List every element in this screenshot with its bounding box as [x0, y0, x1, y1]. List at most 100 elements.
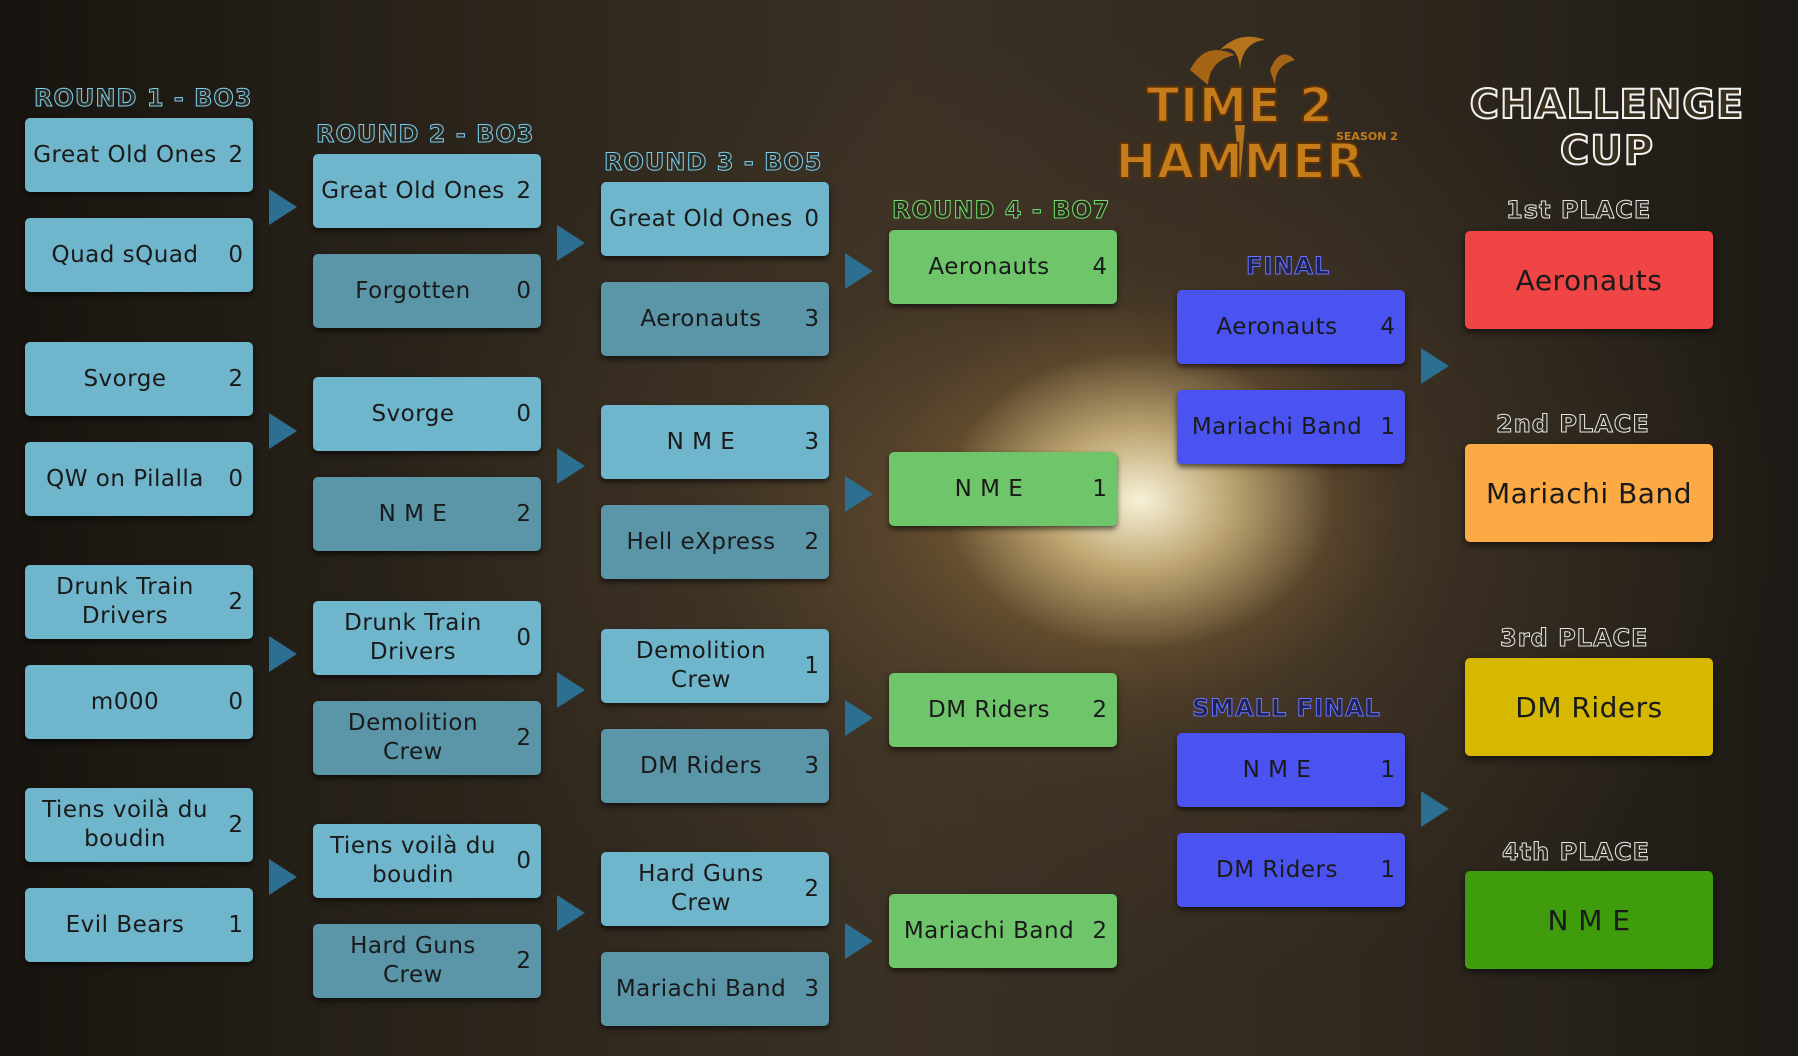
team-score: 3 — [804, 976, 820, 1002]
team-score: 2 — [516, 948, 532, 974]
team-name: Aeronauts — [928, 253, 1050, 280]
team-score: 2 — [516, 178, 532, 204]
team-name: Mariachi Band — [1191, 413, 1363, 440]
advance-arrow-icon — [269, 413, 297, 449]
first-place-heading: 1st PLACE — [1505, 196, 1652, 225]
team-score: 0 — [516, 401, 532, 427]
third-place-team: DM Riders — [1515, 690, 1663, 724]
round3-match3-team1: Demolition Crew 1 — [601, 629, 829, 703]
round2-match1-team1: Great Old Ones 2 — [313, 154, 541, 228]
round2-match1-team2: Forgotten 0 — [313, 254, 541, 328]
team-name: Great Old Ones — [33, 141, 217, 168]
final-team2: Mariachi Band 1 — [1177, 390, 1405, 464]
team-score: 2 — [804, 876, 820, 902]
final-heading: FINAL — [1245, 252, 1331, 281]
advance-arrow-icon — [845, 923, 873, 959]
second-place-heading: 2nd PLACE — [1496, 410, 1650, 439]
advance-arrow-icon — [1421, 791, 1449, 827]
round3-heading: ROUND 3 - BO5 — [604, 148, 823, 177]
small-final-heading: SMALL FINAL — [1192, 694, 1381, 723]
advance-arrow-icon — [557, 448, 585, 484]
team-name: Drunk Train Drivers — [56, 574, 194, 629]
team-name: Hard Guns Crew — [638, 861, 764, 916]
cup-title: CHALLENGE CUP — [1469, 81, 1745, 175]
round1-match3-team2: m000 0 — [25, 665, 253, 739]
advance-arrow-icon — [557, 895, 585, 931]
round1-match2-team2: QW on Pilalla 0 — [25, 442, 253, 516]
team-name: Svorge — [371, 400, 455, 427]
round3-match2-team2: Hell eXpress 2 — [601, 505, 829, 579]
final-team1: Aeronauts 4 — [1177, 290, 1405, 364]
team-name: DM Riders — [640, 752, 762, 779]
round1-match4-team1: Tiens voilà du boudin 2 — [25, 788, 253, 862]
fourth-place-heading: 4th PLACE — [1501, 838, 1651, 867]
team-score: 3 — [804, 429, 820, 455]
advance-arrow-icon — [269, 636, 297, 672]
team-score: 0 — [228, 242, 244, 268]
advance-arrow-icon — [557, 672, 585, 708]
team-name: Demolition Crew — [635, 638, 767, 693]
team-score: 2 — [804, 529, 820, 555]
advance-arrow-icon — [269, 859, 297, 895]
team-score: 1 — [1092, 476, 1108, 502]
round4-team2: N M E 1 — [889, 452, 1117, 526]
team-name: Hell eXpress — [626, 528, 776, 555]
round1-match4-team2: Evil Bears 1 — [25, 888, 253, 962]
team-name: Great Old Ones — [321, 177, 505, 204]
round2-match3-team2: Demolition Crew 2 — [313, 701, 541, 775]
second-place-box: Mariachi Band — [1465, 444, 1713, 542]
team-name: Demolition Crew — [347, 710, 479, 765]
round3-match2-team1: N M E 3 — [601, 405, 829, 479]
team-score: 1 — [1380, 757, 1396, 783]
round3-match1-team1: Great Old Ones 0 — [601, 182, 829, 256]
round1-match1-team2: Quad sQuad 0 — [25, 218, 253, 292]
team-name: DM Riders — [1216, 856, 1338, 883]
team-score: 2 — [516, 501, 532, 527]
first-place-box: Aeronauts — [1465, 231, 1713, 329]
team-name: Aeronauts — [1216, 313, 1338, 340]
round4-team1: Aeronauts 4 — [889, 230, 1117, 304]
round1-match2-team1: Svorge 2 — [25, 342, 253, 416]
team-score: 2 — [1092, 918, 1108, 944]
team-score: 0 — [804, 206, 820, 232]
advance-arrow-icon — [845, 253, 873, 289]
team-score: 4 — [1380, 314, 1396, 340]
team-score: 2 — [228, 812, 244, 838]
team-score: 4 — [1092, 254, 1108, 280]
advance-arrow-icon — [269, 189, 297, 225]
team-score: 0 — [228, 689, 244, 715]
round2-heading: ROUND 2 - BO3 — [316, 120, 535, 149]
team-score: 0 — [228, 466, 244, 492]
team-name: QW on Pilalla — [46, 465, 204, 492]
team-name: Tiens voilà du boudin — [42, 797, 208, 852]
first-place-team: Aeronauts — [1515, 263, 1663, 297]
team-name: Drunk Train Drivers — [344, 610, 482, 665]
hammer-logo-icon — [1190, 36, 1295, 180]
team-score: 1 — [228, 912, 244, 938]
team-name: Forgotten — [355, 277, 471, 304]
team-name: N M E — [954, 475, 1024, 502]
round2-match4-team1: Tiens voilà du boudin 0 — [313, 824, 541, 898]
round4-heading: ROUND 4 - BO7 — [892, 196, 1111, 225]
advance-arrow-icon — [845, 700, 873, 736]
team-score: 2 — [1092, 697, 1108, 723]
team-name: Quad sQuad — [51, 241, 199, 268]
fourth-place-box: N M E — [1465, 871, 1713, 969]
team-name: Great Old Ones — [609, 205, 793, 232]
small-final-team2: DM Riders 1 — [1177, 833, 1405, 907]
round1-match1-team1: Great Old Ones 2 — [25, 118, 253, 192]
team-name: DM Riders — [928, 696, 1050, 723]
second-place-team: Mariachi Band — [1486, 476, 1692, 510]
round3-match3-team2: DM Riders 3 — [601, 729, 829, 803]
logo-season: SEASON 2 — [1336, 130, 1398, 143]
team-score: 2 — [228, 366, 244, 392]
small-final-team1: N M E 1 — [1177, 733, 1405, 807]
team-name: N M E — [666, 428, 736, 455]
round3-match1-team2: Aeronauts 3 — [601, 282, 829, 356]
round2-match3-team1: Drunk Train Drivers 0 — [313, 601, 541, 675]
round1-match3-team1: Drunk Train Drivers 2 — [25, 565, 253, 639]
round2-match4-team2: Hard Guns Crew 2 — [313, 924, 541, 998]
advance-arrow-icon — [557, 225, 585, 261]
team-score: 0 — [516, 278, 532, 304]
team-score: 0 — [516, 625, 532, 651]
